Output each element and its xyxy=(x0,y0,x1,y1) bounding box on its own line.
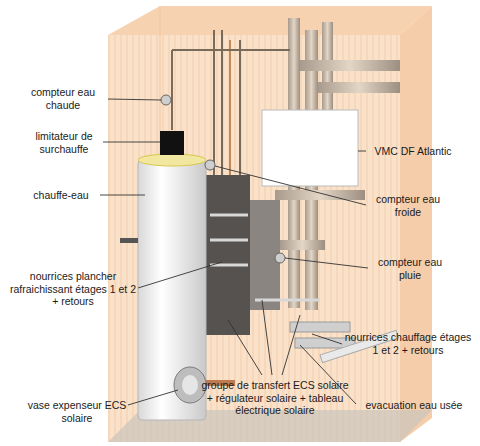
callout-label: chauffe-eau xyxy=(22,189,100,202)
callout-label: nourrices chauffage étages 1 et 2 + reto… xyxy=(342,331,474,356)
callout-label: compteur eau pluie xyxy=(370,256,450,281)
leader-lines xyxy=(100,99,368,405)
callout-label: compteur eau froide xyxy=(368,193,448,218)
callout-label: compteur eau chaude xyxy=(18,86,108,111)
callout-label: limitateur de surchauffe xyxy=(25,130,103,155)
callout-label: VMC DF Atlantic xyxy=(368,145,458,158)
callout-label: nourrices plancher rafraichissant étages… xyxy=(8,270,138,308)
callout-label: groupe de transfert ECS solaire + régula… xyxy=(200,379,350,417)
callout-label: vase expenseur ECS solaire xyxy=(26,399,128,424)
callout-label: evacuation eau usée xyxy=(358,399,470,412)
